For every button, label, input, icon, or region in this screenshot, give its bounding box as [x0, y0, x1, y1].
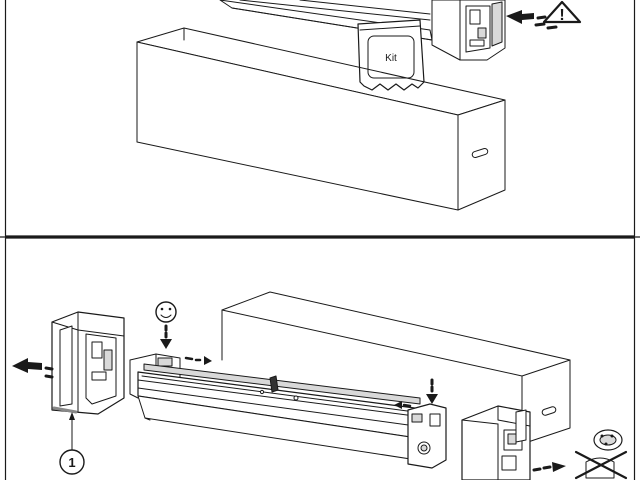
bottom-box-handle-slot [541, 406, 557, 416]
callout-number: 1 [68, 455, 75, 470]
smiley-face-icon [155, 301, 177, 349]
right-direction-arrow-icon [532, 462, 566, 472]
left-direction-arrow-icon [12, 358, 54, 379]
crossed-out-part-icon [574, 429, 628, 480]
bottom-panel-frame [4, 237, 636, 480]
top-shipping-box [136, 27, 506, 211]
roller-left-arrow-icon [184, 356, 212, 365]
warning-symbol: ! [559, 7, 564, 24]
box-handle-slot [471, 147, 489, 159]
bottom-panel: 1 [4, 237, 636, 480]
kit-label: Kit [385, 53, 397, 64]
bottom-shipping-box [221, 291, 571, 445]
left-end-cap [51, 311, 125, 415]
top-panel: ! Kit [4, 0, 636, 237]
roller-right-arrow-icon [394, 401, 412, 409]
direction-arrow-icon [506, 10, 558, 30]
warning-triangle-icon: ! [542, 0, 582, 24]
kit-bag: Kit [357, 19, 425, 91]
roller-unit [129, 353, 447, 469]
top-panel-frame [4, 0, 636, 237]
down-arrow-icon [426, 378, 438, 404]
callout-1: 1 [59, 412, 85, 475]
right-end-cap [461, 405, 531, 480]
